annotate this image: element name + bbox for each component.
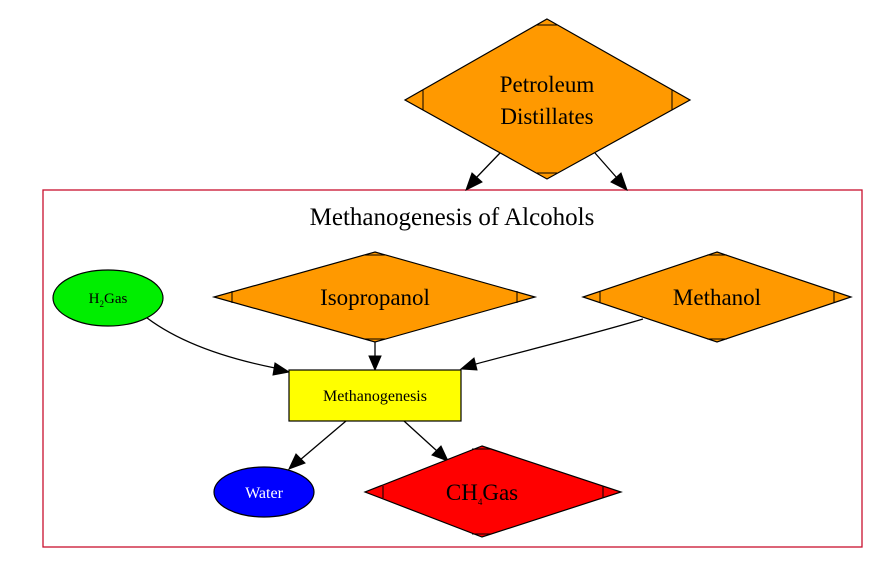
cluster-label: Methanogenesis of Alcohols	[310, 204, 595, 231]
ch4gas-suffix: Gas	[482, 480, 518, 505]
edge-h2gas-methanogenesis	[141, 313, 276, 369]
arrowhead-petroleum-cluster-right	[610, 172, 628, 192]
node-methanogenesis[interactable]: Methanogenesis	[288, 369, 462, 422]
edge-methanol-methanogenesis	[475, 318, 644, 365]
cluster-box	[42, 189, 863, 548]
ch4gas-corner-marks	[382, 448, 604, 535]
methanogenesis-rect	[288, 369, 462, 422]
node-ch4-gas[interactable]: CH4Gas	[363, 445, 623, 538]
methanol-label: Methanol	[673, 285, 761, 310]
node-water[interactable]: Water	[213, 466, 315, 518]
node-petroleum-distillates[interactable]: Petroleum Distillates	[403, 18, 692, 180]
edges	[141, 152, 644, 470]
water-ellipse	[213, 466, 315, 518]
isopropanol-corner-marks	[231, 254, 518, 340]
arrowhead-h2gas-methanogenesis	[272, 362, 291, 376]
h2gas-label: H2Gas	[89, 291, 128, 309]
arrowhead-methanogenesis-ch4gas	[431, 445, 449, 462]
ch4gas-subscript: 4	[478, 497, 483, 507]
isopropanol-diamond	[211, 251, 538, 343]
methanol-diamond	[581, 251, 853, 343]
edge-methanogenesis-water	[299, 420, 347, 461]
water-label: Water	[245, 485, 283, 502]
arrowhead-isopropanol-methanogenesis	[368, 355, 382, 372]
h2gas-ellipse	[52, 269, 164, 327]
methanogenesis-label: Methanogenesis	[323, 388, 427, 405]
isopropanol-label: Isopropanol	[320, 285, 430, 310]
petroleum-label-line1: Petroleum	[500, 72, 595, 97]
h2gas-suffix: Gas	[104, 291, 127, 307]
ch4gas-label: CH4Gas	[446, 480, 518, 507]
petroleum-label-line2: Distillates	[500, 104, 593, 129]
node-h2-gas[interactable]: H2Gas	[52, 269, 164, 327]
ch4gas-diamond	[363, 445, 623, 538]
h2gas-prefix: H	[89, 291, 100, 307]
arrowhead-petroleum-cluster-left	[465, 172, 483, 192]
ch4gas-prefix: CH	[446, 480, 478, 505]
methanol-corner-marks	[599, 254, 835, 340]
arrowhead-methanogenesis-water	[288, 453, 306, 470]
edge-petroleum-cluster-right	[594, 152, 618, 179]
node-methanol[interactable]: Methanol	[581, 251, 853, 343]
arrowhead-methanol-methanogenesis	[459, 357, 478, 371]
edge-methanogenesis-ch4gas	[403, 420, 438, 452]
node-isopropanol[interactable]: Isopropanol	[211, 251, 538, 343]
edge-petroleum-cluster-left	[475, 152, 501, 179]
petroleum-diamond	[403, 18, 692, 180]
h2gas-subscript: 2	[100, 299, 105, 309]
petroleum-corner-marks	[422, 24, 673, 174]
